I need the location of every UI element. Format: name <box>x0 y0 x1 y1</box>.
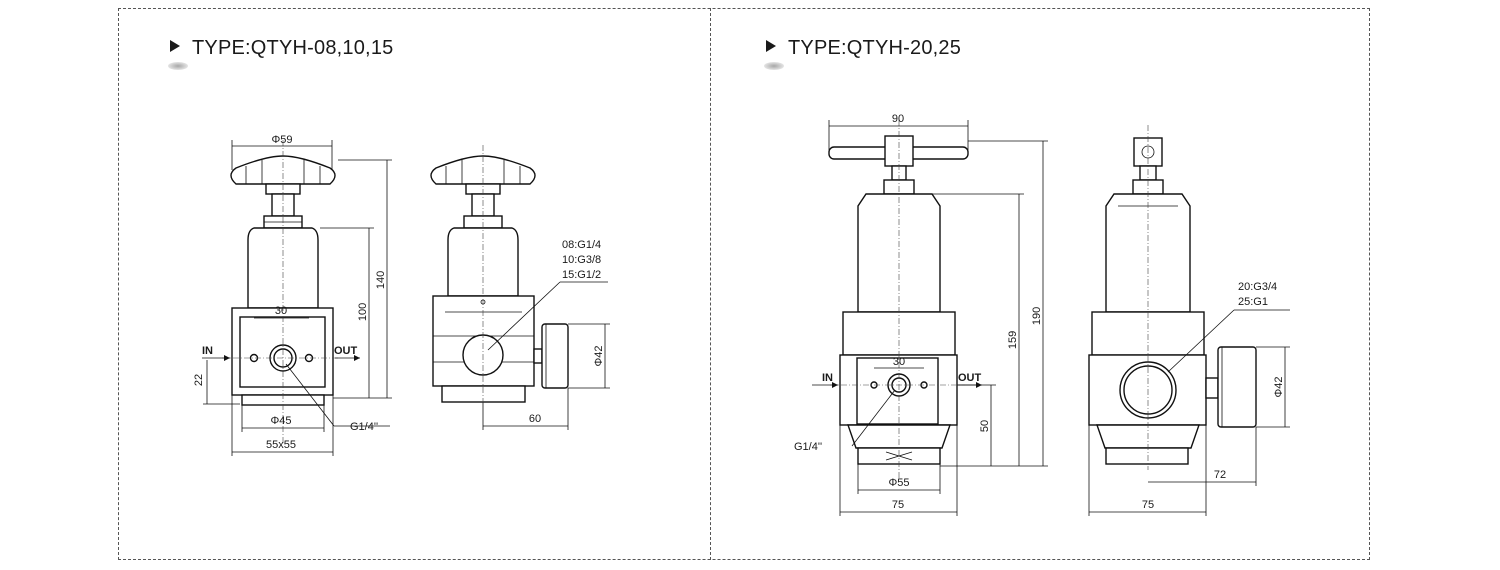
label-port-25: 25:G1 <box>1238 296 1268 308</box>
dim-base-diameter: Φ45 <box>270 415 291 427</box>
left-side-view <box>430 145 610 430</box>
label-port-15: 15:G1/2 <box>562 269 601 281</box>
dim-base-diameter-2: Φ55 <box>888 477 909 489</box>
dim-side-width: 60 <box>529 413 541 425</box>
label-port-10: 10:G3/8 <box>562 254 601 266</box>
dim-side-width-2: 75 <box>1142 499 1154 511</box>
dim-knob-diameter: Φ59 <box>271 134 292 146</box>
right-side-view <box>1088 125 1290 516</box>
triangle-bullet-icon <box>170 40 180 52</box>
dim-body-width: 75 <box>892 499 904 511</box>
dim-port-spacing: 30 <box>275 305 287 317</box>
dim-gauge-diameter-2: Φ42 <box>1273 376 1285 397</box>
dim-base-square: 55x55 <box>266 439 296 451</box>
right-front-view <box>812 120 1048 516</box>
drawing-frame <box>118 8 1370 560</box>
panel-title-right: TYPE:QTYH-20,25 <box>766 37 961 60</box>
dim-port-spacing-2: 30 <box>893 356 905 368</box>
bullet-shadow-right <box>764 62 784 70</box>
label-gauge-port: G1/4'' <box>350 421 378 433</box>
dim-gauge-diameter: Φ42 <box>593 345 605 366</box>
dim-offset: 22 <box>193 374 205 386</box>
triangle-bullet-icon <box>766 40 776 52</box>
dim-body-height: 100 <box>357 303 369 321</box>
dim-total-height: 140 <box>375 271 387 289</box>
bullet-shadow-left <box>168 62 188 70</box>
dim-body-height-2: 159 <box>1007 331 1019 349</box>
label-gauge-port-2: G1/4'' <box>794 441 822 453</box>
dim-handle-width: 90 <box>892 113 904 125</box>
label-port-08: 08:G1/4 <box>562 239 601 251</box>
label-in: IN <box>202 345 213 357</box>
label-in-2: IN <box>822 372 833 384</box>
dim-total-height-2: 190 <box>1031 307 1043 325</box>
panel-title-left: TYPE:QTYH-08,10,15 <box>170 37 393 60</box>
dim-gauge-offset: 72 <box>1214 469 1226 481</box>
label-out-2: OUT <box>958 372 982 384</box>
panel-divider <box>710 8 711 560</box>
label-port-20: 20:G3/4 <box>1238 281 1277 293</box>
left-front-view <box>202 140 392 456</box>
dim-port-height: 50 <box>979 420 991 432</box>
label-out: OUT <box>334 345 358 357</box>
